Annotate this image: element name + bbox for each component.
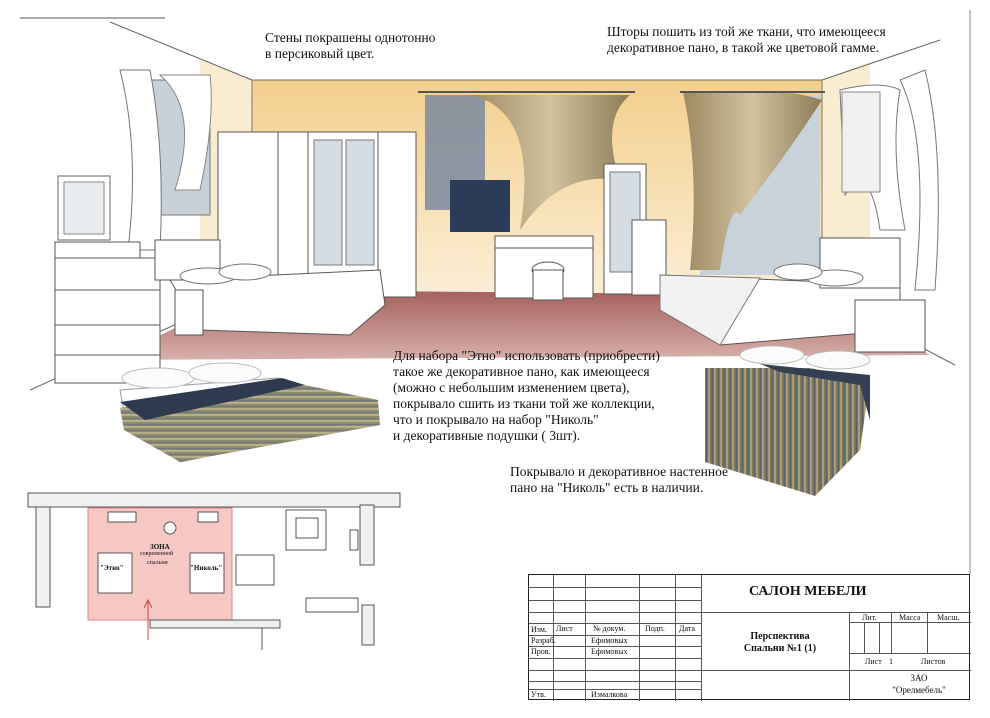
- col-sign: Подп.: [645, 624, 665, 633]
- masshtab-label: Масш.: [937, 613, 960, 622]
- col-list: Лист: [556, 624, 573, 633]
- plan-nicol-label: "Николь": [190, 564, 223, 572]
- plan-etno-label: "Этно": [100, 564, 124, 572]
- sheet-listov-label: Листов: [921, 657, 946, 666]
- row-prov: Пров.: [531, 647, 551, 656]
- row-utv: Утв.: [531, 690, 546, 699]
- floor-plan: [27, 492, 401, 650]
- massa-label: Масса: [899, 613, 921, 622]
- plan-zone-label: ЗОНА: [150, 543, 170, 551]
- col-doc: № докум.: [593, 624, 626, 633]
- lit-label: Лит.: [862, 613, 877, 622]
- note-curtains: Шторы пошить из той же ткани, что имеюще…: [607, 24, 886, 55]
- organization: ЗАО "Орелмебель": [892, 673, 946, 695]
- sheet-title: Перспектива Спальни №1 (1): [743, 631, 817, 654]
- utv-name: Измалкова: [591, 690, 628, 699]
- company-title: САЛОН МЕБЕЛИ: [749, 584, 867, 599]
- col-date: Дата: [679, 624, 695, 633]
- sheet-list-label: Лист: [865, 657, 882, 666]
- plan-zone-sub1: современной: [140, 551, 174, 557]
- row-razrab: Разраб.: [531, 636, 556, 645]
- col-izm: Изм.: [531, 625, 547, 634]
- plan-zone-sub2: спальни: [147, 560, 168, 566]
- note-walls: Стены покрашены однотонно в персиковый ц…: [265, 30, 436, 61]
- prov-name: Ефимовых: [591, 647, 628, 656]
- sheet-list-num: 1: [889, 657, 893, 666]
- note-nicol: Покрывало и декоративное настенное пано …: [510, 464, 728, 495]
- razrab-name: Ефимовых: [591, 636, 628, 645]
- note-etno: Для набора "Этно" использовать (приобрес…: [393, 348, 660, 443]
- title-block: САЛОН МЕБЕЛИ Изм. Лист № докум. Подп. Да…: [528, 574, 971, 701]
